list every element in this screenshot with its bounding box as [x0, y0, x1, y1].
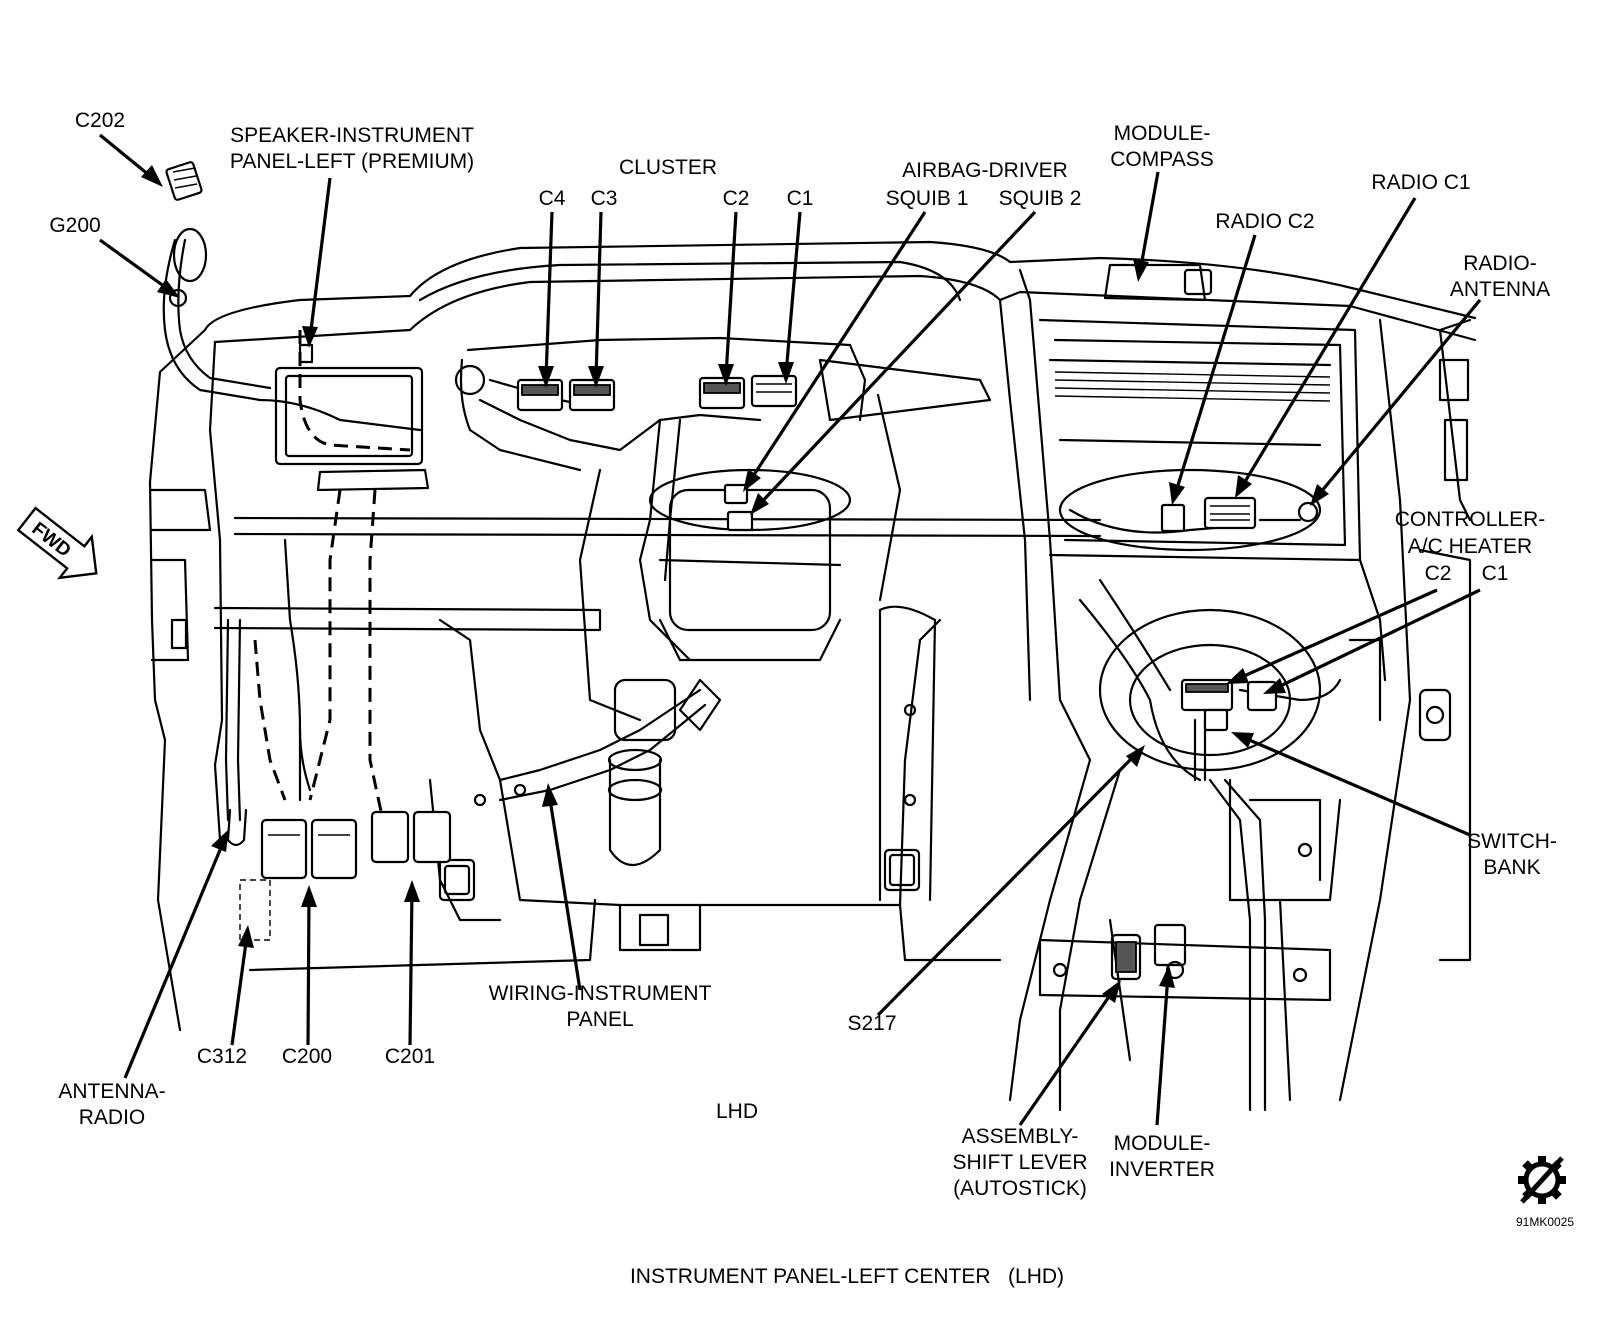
label-radio-antenna-line1: RADIO- — [1463, 252, 1537, 275]
fwd-arrow-icon: FWD — [16, 506, 98, 580]
label-compass-line2: COMPASS — [1110, 148, 1213, 171]
label-compass-line1: MODULE- — [1114, 122, 1211, 145]
diagram-title: INSTRUMENT PANEL-LEFT CENTER (LHD) — [630, 1265, 1064, 1288]
label-switch-bank-line2: BANK — [1483, 856, 1540, 879]
figure-code: 91MK0025 — [1516, 1215, 1574, 1229]
label-c312: C312 — [197, 1045, 247, 1068]
label-c200: C200 — [282, 1045, 332, 1068]
label-cluster-c1: C1 — [787, 187, 814, 210]
label-cluster-c4: C4 — [539, 187, 566, 210]
view-label: LHD — [716, 1100, 758, 1123]
label-cluster-c2: C2 — [723, 187, 750, 210]
label-radio-c1: RADIO C1 — [1371, 171, 1470, 194]
leader-lines — [98, 133, 1482, 1126]
label-s217: S217 — [847, 1012, 896, 1035]
callout-labels: C202 G200 SPEAKER-INSTRUMENT PANEL-LEFT … — [49, 109, 1557, 1200]
label-radio-antenna-line2: ANTENNA — [1450, 278, 1550, 301]
wiring-harness — [162, 238, 1342, 1112]
label-speaker-line1: SPEAKER-INSTRUMENT — [230, 124, 474, 147]
label-airbag-driver: AIRBAG-DRIVER — [902, 159, 1068, 182]
label-switch-bank-line1: SWITCH- — [1467, 830, 1557, 853]
label-squib-2: SQUIB 2 — [999, 187, 1082, 210]
label-squib-1: SQUIB 1 — [886, 187, 969, 210]
label-inverter-line2: INVERTER — [1109, 1158, 1215, 1181]
label-cluster-c3: C3 — [591, 187, 618, 210]
instrument-panel-artwork — [148, 240, 1477, 1112]
label-c201: C201 — [385, 1045, 435, 1068]
label-controller-line1: CONTROLLER- — [1395, 508, 1546, 531]
label-radio-c2: RADIO C2 — [1215, 210, 1314, 233]
label-speaker-line2: PANEL-LEFT (PREMIUM) — [230, 150, 474, 173]
label-antenna-radio-line2: RADIO — [79, 1106, 146, 1129]
label-wiring-line2: PANEL — [566, 1008, 633, 1031]
label-controller-c2: C2 — [1425, 562, 1452, 585]
label-g200: G200 — [49, 214, 100, 237]
label-antenna-radio-line1: ANTENNA- — [58, 1080, 165, 1103]
label-shift-lever-line1: ASSEMBLY- — [962, 1125, 1079, 1148]
connectors — [165, 161, 1319, 941]
label-c202: C202 — [75, 109, 125, 132]
label-shift-lever-line2: SHIFT LEVER — [953, 1151, 1088, 1174]
label-wiring-line1: WIRING-INSTRUMENT — [489, 982, 712, 1005]
label-controller-c1: C1 — [1482, 562, 1509, 585]
label-shift-lever-line3: (AUTOSTICK) — [953, 1177, 1087, 1200]
label-inverter-line1: MODULE- — [1114, 1132, 1211, 1155]
gear-slash-icon — [1518, 1156, 1566, 1204]
label-cluster: CLUSTER — [619, 156, 717, 179]
label-controller-line2: A/C HEATER — [1408, 535, 1532, 558]
